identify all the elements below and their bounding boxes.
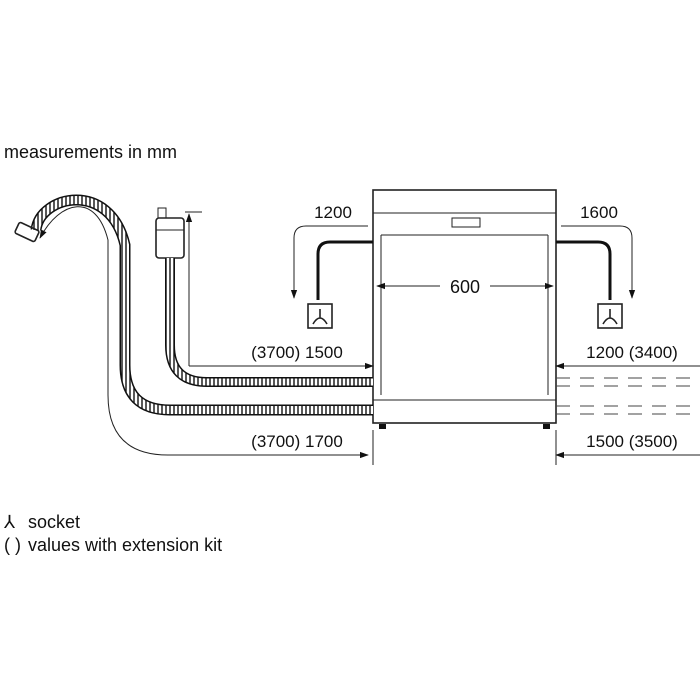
- inlet-hose: (3700) 1700: [14, 194, 373, 459]
- siphon-connector: [155, 217, 185, 259]
- socket-label: socket: [28, 512, 80, 532]
- units-note: measurements in mm: [4, 142, 177, 162]
- right-hose-extension: 1200 (3400) 1500 (3500): [555, 343, 700, 459]
- legend: ⅄ socket ( ) values with extension kit: [3, 512, 222, 555]
- left-socket-icon: [312, 309, 328, 325]
- inlet-hose-left-length: (3700) 1700: [251, 432, 343, 451]
- right-foot: [543, 424, 550, 429]
- drain-hose-right-length: 1200 (3400): [586, 343, 678, 362]
- extension-label: values with extension kit: [28, 535, 222, 555]
- inlet-hose-right-length: 1500 (3500): [586, 432, 678, 451]
- width-label: 600: [450, 277, 480, 297]
- hose-connector: [14, 221, 40, 243]
- socket-symbol: ⅄: [3, 512, 16, 532]
- dishwasher-outline: [372, 189, 557, 429]
- extension-symbol: ( ): [4, 535, 21, 555]
- right-power-length: 1600: [580, 203, 618, 222]
- left-power-cable: 1200: [290, 203, 373, 329]
- left-foot: [379, 424, 386, 429]
- right-socket-icon: [602, 309, 618, 325]
- left-power-length: 1200: [314, 203, 352, 222]
- drain-hose-left-length: (3700) 1500: [251, 343, 343, 362]
- drain-hose: (3700) 1500: [155, 207, 374, 387]
- width-dimension: 600: [376, 277, 554, 297]
- right-socket: [597, 303, 623, 329]
- right-power-cable: 1600: [556, 203, 636, 329]
- control-panel-display: [451, 217, 481, 228]
